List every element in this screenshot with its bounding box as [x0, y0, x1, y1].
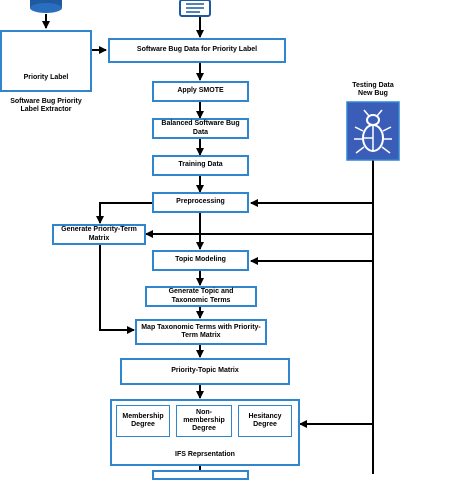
priority-label-text: Priority Label [23, 73, 69, 81]
priority-label-extractor-box: Priority Label [0, 30, 92, 92]
step-map-taxonomic-terms: Map Taxonomic Terms with Priority-Term M… [135, 319, 267, 345]
ifs-hesitancy-degree: Hesitancy Degree [238, 405, 292, 437]
step-balanced-data: Balanced Software Bug Data [152, 118, 249, 139]
step-priority-term-matrix: Generate Priority-Term Matrix [52, 224, 146, 245]
step-priority-topic-matrix: Priority-Topic Matrix [120, 358, 290, 385]
step-training-data: Training Data [152, 155, 249, 176]
next-step-box-cropped [152, 470, 249, 480]
step-software-bug-data: Software Bug Data for Priority Label [108, 38, 286, 63]
document-icon [179, 0, 211, 17]
extractor-caption: Software Bug Priority Label Extractor [10, 98, 82, 114]
bug-icon [346, 101, 400, 161]
step-apply-smote: Apply SMOTE [152, 81, 249, 102]
step-topic-taxonomic-terms: Generate Topic and Taxonomic Terms [145, 286, 257, 307]
ifs-membership-degree: Membership Degree [116, 405, 170, 437]
ifs-non-membership-degree: Non-membership Degree [176, 405, 232, 437]
database-icon [30, 0, 62, 13]
ifs-caption: IFS Reprsentation [175, 450, 235, 458]
step-preprocessing: Preprocessing [152, 192, 249, 213]
step-topic-modeling: Topic Modeling [152, 250, 249, 271]
testing-data-label: Testing Data New Bug [352, 82, 394, 98]
